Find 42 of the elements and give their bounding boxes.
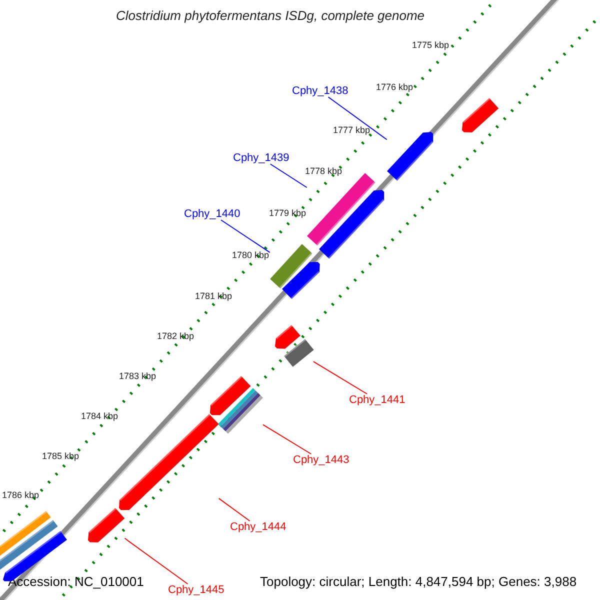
genome-stats-text: Topology: circular; Length: 4,847,594 bp; Genes: 3,988: [260, 574, 577, 589]
scale-label: 1785 kbp: [42, 451, 80, 461]
gene-feature: [386, 132, 434, 181]
leader-line: [124, 538, 188, 584]
scale-label: 1778 kbp: [305, 166, 342, 176]
gene-label: Cphy_1441: [349, 394, 406, 406]
scale-label: 1777 kbp: [333, 125, 370, 135]
gene-feature: [88, 508, 125, 542]
accession-text: Accession: NC_010001: [8, 574, 144, 589]
leader-line: [220, 220, 270, 253]
gene-feature: [462, 98, 499, 132]
leader-line: [328, 96, 388, 140]
scale-label: 1782 kbp: [157, 331, 194, 341]
leader-line: [262, 424, 312, 454]
gene-feature: [210, 376, 251, 416]
scale-label: 1786 kbp: [2, 490, 40, 500]
scale-label: 1779 kbp: [269, 208, 306, 218]
scale-label: 1775 kbp: [412, 40, 450, 50]
leader-line: [218, 498, 250, 522]
gene-feature: [218, 388, 263, 434]
gene-label: Cphy_1440: [184, 208, 240, 220]
map-title: Clostridium phytofermentans ISDg, complete genome: [116, 8, 425, 23]
gene-feature: [119, 414, 219, 510]
gene-feature: [284, 338, 314, 366]
scale-label: 1776 kbp: [376, 82, 414, 92]
scale-label: 1783 kbp: [119, 371, 156, 381]
gene-feature: [318, 190, 384, 259]
gene-feature: [270, 244, 312, 289]
gene-label: Cphy_1445: [168, 584, 224, 596]
gene-feature: [275, 324, 301, 348]
leader-line: [312, 361, 368, 394]
scale-label: 1784 kbp: [81, 411, 118, 421]
leader-line: [270, 164, 308, 188]
gene-feature: [0, 520, 58, 572]
gene-label: Cphy_1444: [230, 521, 286, 533]
gene-label: Cphy_1439: [233, 152, 290, 164]
gene-feature: [282, 262, 320, 300]
scale-label: 1780 kbp: [232, 250, 270, 260]
scale-label: 1781 kbp: [195, 291, 232, 301]
gene-label: Cphy_1443: [293, 454, 350, 466]
gene-feature: [0, 510, 50, 558]
gene-label: Cphy_1438: [292, 85, 348, 97]
